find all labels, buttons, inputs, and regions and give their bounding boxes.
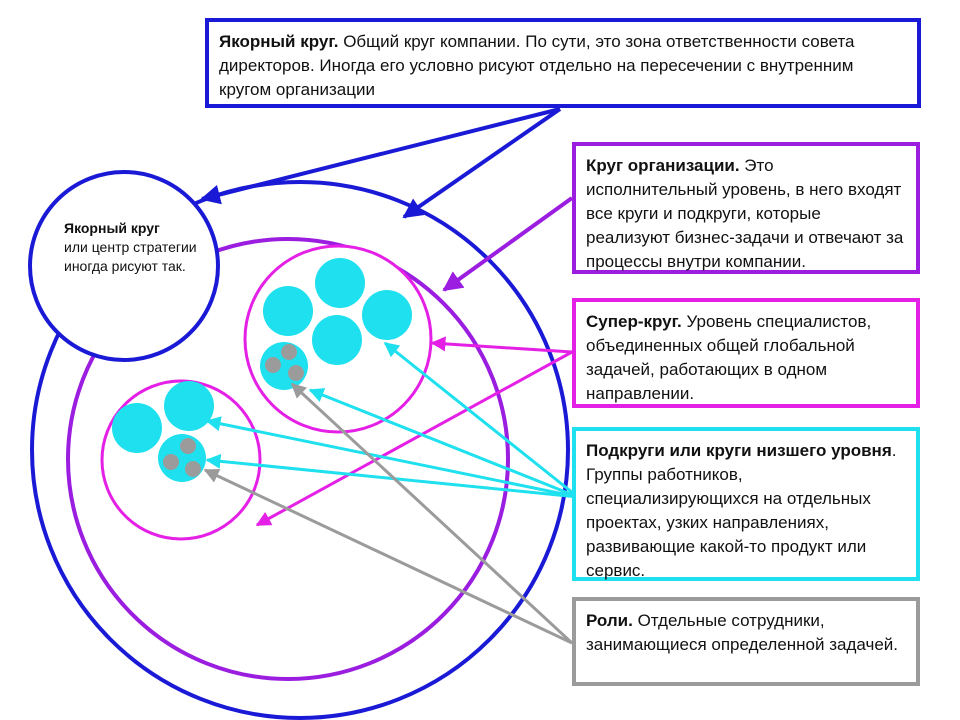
role-dot: [180, 438, 196, 454]
roles-box-text: Отдельные сотрудники, занимающиеся опред…: [586, 611, 899, 654]
role-dot: [288, 365, 304, 381]
arrow-sub-1: [383, 341, 579, 499]
subcircle: [263, 286, 313, 336]
subcircle: [315, 258, 365, 308]
subcircle: [164, 381, 214, 431]
organization-circle-description-box: Круг организации. Это исполнительный уро…: [572, 142, 920, 274]
anchor-box-title: Якорный круг.: [219, 32, 339, 51]
arrow-super-to-upper: [430, 336, 573, 354]
anchor-circle-description-box: Якорный круг. Общий круг компании. По су…: [205, 18, 921, 108]
role-dot: [281, 344, 297, 360]
roles-box-title: Роли.: [586, 611, 633, 630]
role-dot: [163, 454, 179, 470]
arrow-roles-1: [290, 382, 574, 645]
arrow-sub-2: [308, 388, 579, 499]
subcircle: [112, 403, 162, 453]
arrow-super-to-lower: [255, 350, 573, 527]
org-box-title: Круг организации.: [586, 156, 740, 175]
anchor-small-circle-title: Якорный круг: [64, 220, 160, 236]
arrow-org-to-org-circle: [442, 196, 574, 292]
anchor-box-text: Общий круг компании. По сути, это зона о…: [219, 32, 855, 99]
sub-box-text: . Группы работников, специализирующихся …: [586, 441, 897, 580]
sub-box-title: Подкруги или круги низшего уровня: [586, 441, 892, 460]
role-dot: [265, 357, 281, 373]
subcircle: [362, 290, 412, 340]
arrow-sub-3: [205, 416, 579, 499]
role-dot: [185, 461, 201, 477]
super-circle-description-box: Супер-круг. Уровень специалистов, объеди…: [572, 298, 920, 408]
arrow-anchor-to-outer-circle: [402, 107, 562, 219]
anchor-small-circle: [28, 170, 220, 362]
org-box-text: Это исполнительный уровень, в него входя…: [586, 156, 904, 271]
arrow-roles-2: [203, 468, 573, 645]
roles-description-box: Роли. Отдельные сотрудники, занимающиеся…: [572, 597, 920, 686]
arrow-anchor-to-small-circle: [200, 107, 561, 205]
subcircle-description-box: Подкруги или круги низшего уровня. Групп…: [572, 427, 920, 581]
super-box-text: Уровень специалистов, объединенных общей…: [586, 312, 872, 403]
anchor-small-circle-label: Якорный круг или центр стратегии иногда …: [64, 219, 204, 276]
anchor-small-circle-text: или центр стратегии иногда рисуют так.: [64, 239, 197, 274]
super-box-title: Супер-круг.: [586, 312, 682, 331]
subcircle: [312, 315, 362, 365]
